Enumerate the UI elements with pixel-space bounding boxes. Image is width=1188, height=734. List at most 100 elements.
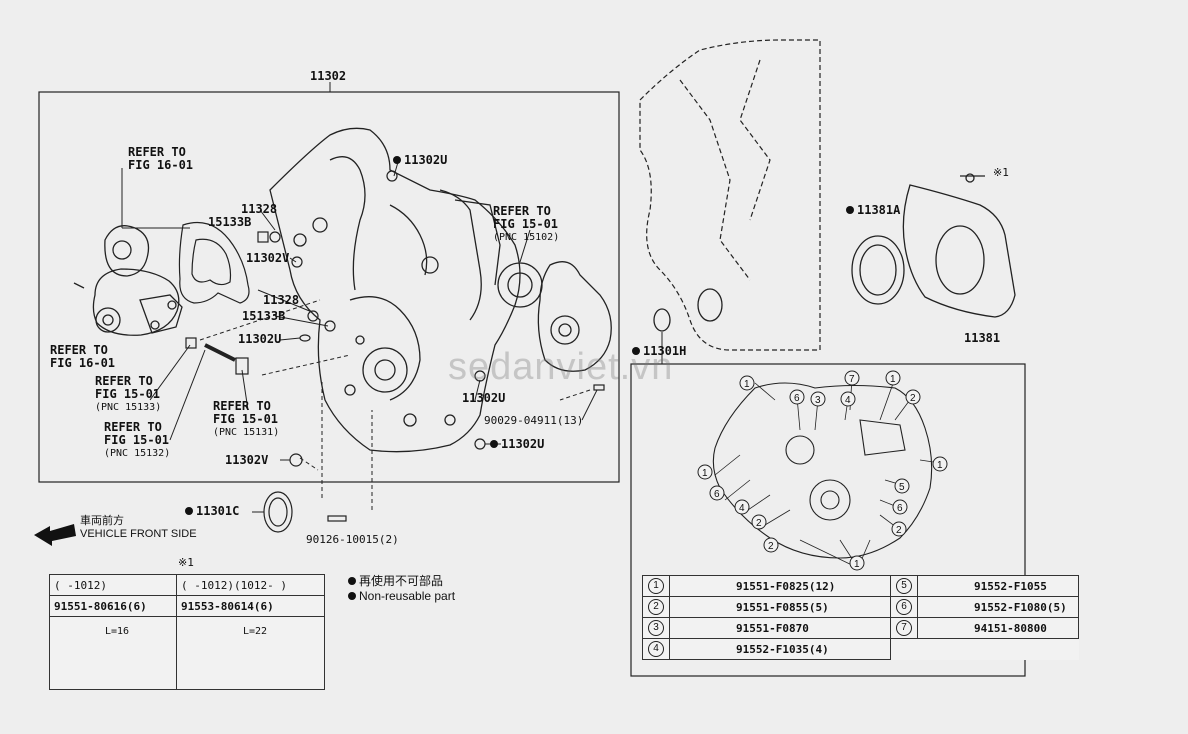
ref-pnc: (PNC 15132): [104, 448, 171, 459]
legend-part-cell: 91552-F1080(5): [917, 596, 1079, 618]
vehicle-front-jp: 車両前方: [80, 515, 124, 527]
non-reusable-dot-icon: [490, 440, 498, 448]
svg-text:2: 2: [896, 525, 902, 536]
callout-leaders: [121, 161, 598, 513]
ref-fig16-left: REFER TO FIG 16-01: [50, 344, 115, 370]
water-pump-drawing: [73, 225, 183, 336]
group-box-11302: [38, 91, 620, 483]
svg-text:2: 2: [910, 393, 916, 404]
ref-line: FIG 15-01: [493, 217, 559, 231]
inset-marker-1c: 1: [697, 464, 713, 480]
legend-num: 6: [896, 599, 912, 615]
table-row: 91551-80616(6) 91553-80614(6): [49, 595, 325, 617]
ref-line: REFER TO: [128, 145, 186, 159]
callout-11302v: 11302V: [246, 251, 290, 265]
legend-num: 7: [896, 620, 912, 636]
callout-11302u: 11302U: [393, 154, 447, 167]
legend-jp: 再使用不可部品: [359, 574, 444, 588]
callout-11302u: 11302U: [462, 391, 506, 405]
legend-part-cell: 94151-80800: [917, 617, 1079, 639]
svg-text:4: 4: [845, 395, 851, 406]
svg-text:6: 6: [897, 503, 903, 514]
callout-11381: 11381: [964, 331, 1001, 345]
timing-cover-drawing: [269, 127, 521, 453]
table-row: [49, 616, 325, 690]
inset-marker-1b: 1: [885, 370, 901, 386]
svg-text:6: 6: [794, 393, 800, 404]
svg-text:5: 5: [899, 482, 905, 493]
legend-num-cell: 1: [642, 575, 670, 597]
callout-90029: 90029-04911(13): [484, 414, 584, 427]
ref-line: FIG 15-01: [213, 412, 279, 426]
inset-marker-4a: 4: [840, 391, 856, 407]
legend-part-cell: 91552-F1055: [917, 575, 1079, 597]
callout-11302v: 11302V: [225, 453, 269, 467]
svg-text:4: 4: [739, 503, 745, 514]
legend-empty-cell: [891, 639, 1079, 660]
table-header: ( -1012): [49, 574, 177, 596]
table-cell: [176, 616, 325, 690]
legend-row: Non-reusable part: [348, 590, 455, 603]
svg-text:1: 1: [937, 460, 943, 471]
legend-part-cell: 91551-F0825(12): [669, 575, 891, 597]
inset-marker-label: 1: [744, 379, 750, 390]
table-row: 3 91551-F0870 7 94151-80800: [642, 617, 1079, 639]
inset-marker-1a: 1: [739, 375, 755, 391]
ref-fig15-pnc15132: REFER TO FIG 15-01 (PNC 15132): [104, 421, 170, 460]
ref-line: REFER TO: [95, 374, 153, 388]
legend-part-cell: 91551-F0855(5): [669, 596, 891, 618]
callout-11301c: 11301C: [185, 505, 239, 518]
vehicle-front-en: VEHICLE FRONT SIDE: [80, 528, 197, 540]
callout-11302u: 11302U: [490, 438, 544, 451]
non-reusable-dot-icon: [632, 347, 640, 355]
legend-num-cell: 5: [890, 575, 918, 597]
table-note-mark: ※1: [178, 556, 194, 569]
inset-marker-7: 7: [844, 370, 860, 386]
svg-text:1: 1: [890, 374, 896, 385]
legend-num: 3: [648, 620, 664, 636]
ref-pnc: (PNC 15102): [493, 232, 560, 243]
ref-line: REFER TO: [50, 343, 108, 357]
non-reusable-dot-icon: [846, 206, 854, 214]
ref-pnc: (PNC 15131): [213, 427, 280, 438]
table-row: 4 91552-F1035(4): [642, 638, 1079, 660]
inset-marker-5: 5: [894, 478, 910, 494]
ref-line: REFER TO: [213, 399, 271, 413]
bolt-spec-table: ( -1012) ( -1012)(1012- ) 91551-80616(6)…: [49, 574, 325, 690]
bolt-length-label: L=22: [243, 626, 268, 637]
ref-line: FIG 16-01: [50, 356, 116, 370]
svg-text:3: 3: [815, 395, 821, 406]
ref-line: FIG 15-01: [95, 387, 161, 401]
non-reusable-dot-icon: [185, 507, 193, 515]
rear-seal-drawing: [653, 173, 1016, 332]
inset-marker-leaders: [714, 377, 941, 569]
callout-11301h: 11301H: [632, 345, 686, 358]
legend-num: 2: [648, 599, 664, 615]
inset-marker-2a: 2: [905, 389, 921, 405]
legend-num-cell: 4: [642, 638, 670, 660]
bolt-length-label: L=16: [105, 626, 130, 637]
svg-text:2: 2: [768, 541, 774, 552]
inset-marker-1e: 1: [849, 555, 865, 571]
callout-90126: 90126-10015(2): [306, 533, 399, 546]
callout-11302u: 11302U: [238, 332, 282, 346]
legend-num: 5: [896, 578, 912, 594]
non-reusable-dot-icon: [348, 577, 356, 585]
oil-pump-drawing: [497, 261, 612, 372]
legend-non-reusable: 再使用不可部品 Non-reusable part: [348, 575, 455, 603]
ref-line: REFER TO: [493, 204, 551, 218]
ref-fig15-pnc15133: REFER TO FIG 15-01 (PNC 15133): [95, 375, 161, 414]
legend-num: 4: [648, 641, 664, 657]
inset-marker-6b: 6: [709, 485, 725, 501]
inset-marker-1d: 1: [932, 456, 948, 472]
legend-num-cell: 2: [642, 596, 670, 618]
inset-marker-2c: 2: [891, 521, 907, 537]
legend-num: 1: [648, 578, 664, 594]
legend-row: 再使用不可部品: [348, 575, 455, 588]
ref-pnc: (PNC 15133): [95, 402, 162, 413]
legend-num-cell: 3: [642, 617, 670, 639]
table-row: ( -1012) ( -1012)(1012- ): [49, 574, 325, 596]
callout-11328: 11328: [241, 202, 278, 216]
bolt-inset-box: [630, 363, 1026, 677]
